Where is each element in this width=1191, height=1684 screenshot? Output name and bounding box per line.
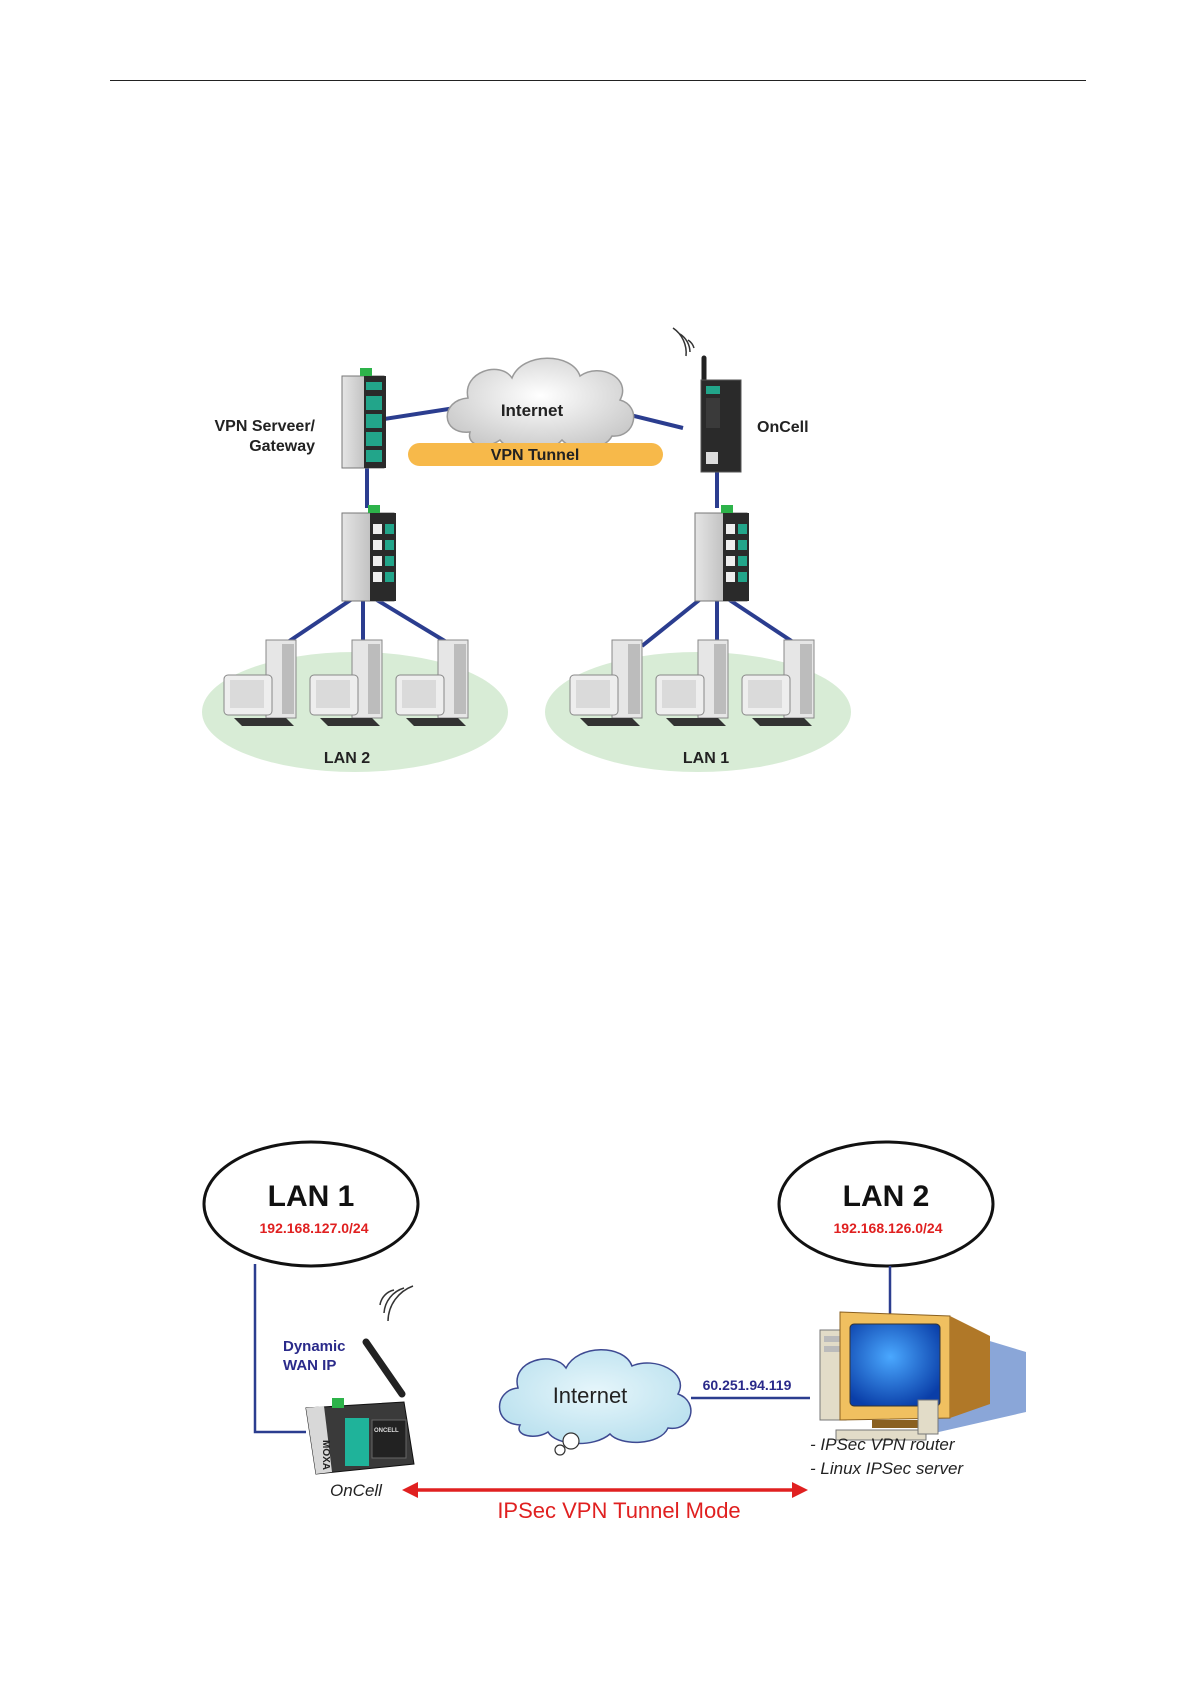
dynamic-wan-ip-line2: WAN IP <box>283 1357 336 1374</box>
workstation-icons <box>224 640 814 726</box>
vpn-server-device-icon <box>342 368 386 468</box>
server-note-line1: - IPSec VPN router <box>810 1435 956 1454</box>
lan2-title: LAN 2 <box>843 1180 930 1213</box>
vpn-server-label-line1: VPN Serveer/ <box>214 418 315 435</box>
switch-right-icon <box>695 505 749 601</box>
vpn-tunnel-label: VPN Tunnel <box>491 447 580 464</box>
switch-left-icon <box>342 505 396 601</box>
oncell-device-icon <box>673 328 741 472</box>
device-model: ONCELL <box>374 1428 399 1434</box>
internet-bottom-label: Internet <box>553 1383 628 1408</box>
internet-label: Internet <box>501 401 564 420</box>
device-brand: MOXA <box>320 1440 331 1470</box>
dynamic-wan-ip-line1: Dynamic <box>283 1338 346 1355</box>
server-ip-label: 60.251.94.119 <box>703 1377 792 1393</box>
lan1-subnet: 192.168.127.0/24 <box>260 1220 369 1236</box>
lan1-title: LAN 1 <box>268 1180 355 1213</box>
lan-right-label: LAN 1 <box>683 750 729 767</box>
server-note-line2: - Linux IPSec server <box>810 1459 964 1478</box>
server-pc-icon <box>820 1312 1026 1440</box>
lan-left-label: LAN 2 <box>324 750 370 767</box>
oncell-label-top: OnCell <box>757 419 809 436</box>
tunnel-arrow <box>402 1482 808 1498</box>
oncell-label-bottom: OnCell <box>330 1481 383 1500</box>
lan2-subnet: 192.168.126.0/24 <box>834 1220 943 1236</box>
tunnel-mode-label: IPSec VPN Tunnel Mode <box>497 1498 740 1523</box>
vpn-server-label-line2: Gateway <box>249 438 315 455</box>
